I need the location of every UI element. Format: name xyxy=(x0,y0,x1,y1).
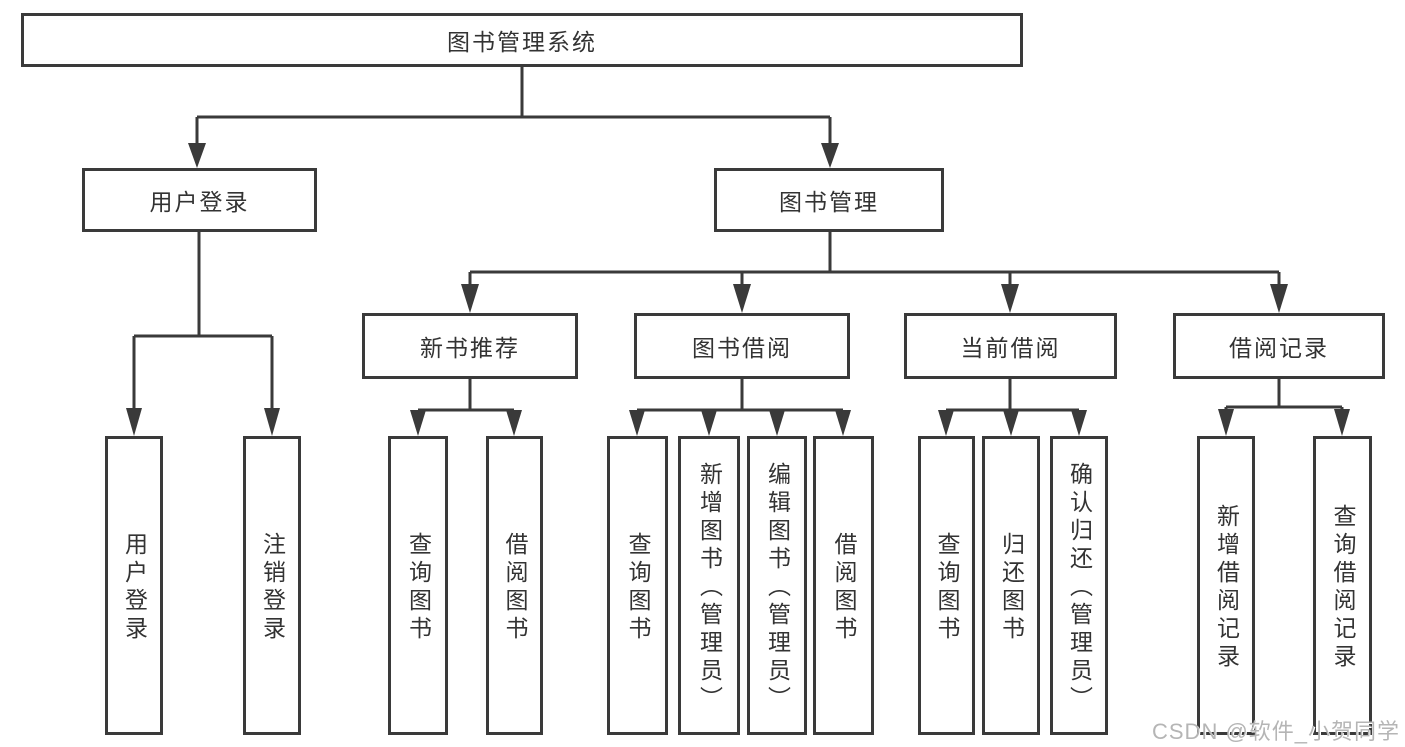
leaf-confirm-return-admin: 确认归还（管理员） xyxy=(1050,436,1108,735)
leaf-edit-book-admin: 编辑图书（管理员） xyxy=(747,436,807,735)
node-new-book-recommend: 新书推荐 xyxy=(362,313,578,379)
node-book-borrow: 图书借阅 xyxy=(634,313,850,379)
leaf-query-borrow-record: 查询借阅记录 xyxy=(1313,436,1372,735)
csdn-watermark: CSDN @软件_小贺同学 xyxy=(1152,719,1401,744)
node-user-login: 用户登录 xyxy=(82,168,317,232)
node-book-management: 图书管理 xyxy=(714,168,944,232)
leaf-add-book-admin: 新增图书（管理员） xyxy=(678,436,740,735)
node-root: 图书管理系统 xyxy=(21,13,1023,67)
leaf-return-book: 归还图书 xyxy=(982,436,1040,735)
leaf-borrow-books: 借阅图书 xyxy=(813,436,874,735)
arrowheads xyxy=(126,143,1350,436)
node-borrow-records: 借阅记录 xyxy=(1173,313,1385,379)
leaf-borrow-books-recommend: 借阅图书 xyxy=(486,436,543,735)
leaf-query-books-recommend: 查询图书 xyxy=(388,436,448,735)
leaf-query-books-current: 查询图书 xyxy=(918,436,975,735)
leaf-add-borrow-record: 新增借阅记录 xyxy=(1197,436,1255,735)
leaf-logout: 注销登录 xyxy=(243,436,301,735)
node-current-borrow: 当前借阅 xyxy=(904,313,1117,379)
leaf-user-login: 用户登录 xyxy=(105,436,163,735)
leaf-query-books-borrow: 查询图书 xyxy=(607,436,668,735)
